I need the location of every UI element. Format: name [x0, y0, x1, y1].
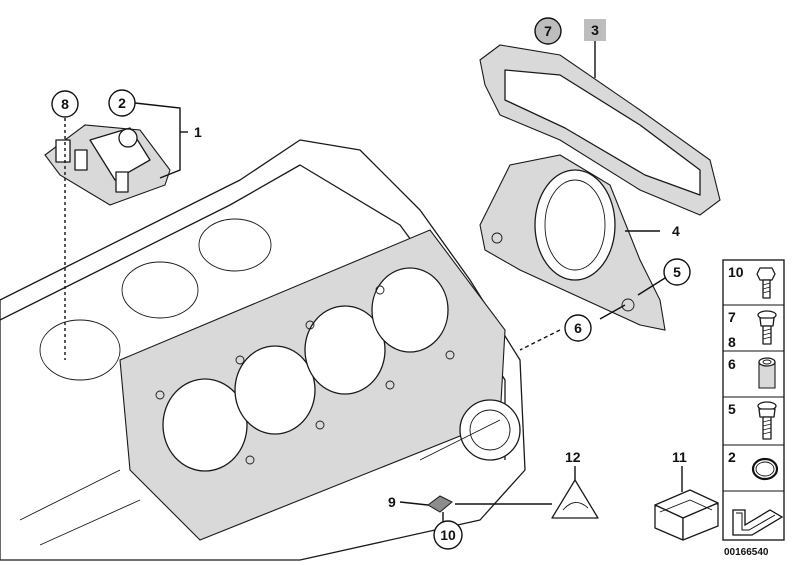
svg-text:11: 11	[672, 449, 687, 465]
svg-text:10: 10	[440, 527, 456, 543]
engine-block	[0, 139, 526, 561]
svg-text:4: 4	[672, 223, 680, 239]
legend-label-6: 6	[728, 356, 736, 372]
callout-4: 4	[672, 223, 680, 239]
svg-text:8: 8	[61, 96, 69, 112]
callout-5: 5	[663, 258, 691, 286]
fastener-legend: 10 7 8 6 5 2	[722, 259, 785, 541]
callout-11: 11	[672, 449, 687, 465]
legend-label-2: 2	[728, 449, 736, 465]
o-ring-icon	[751, 457, 779, 481]
legend-label-5: 5	[728, 401, 736, 417]
callout-8: 8	[51, 90, 79, 118]
cover-gasket-part	[479, 44, 721, 216]
callout-1: 1	[194, 124, 202, 140]
warning-label-part	[551, 479, 599, 519]
svg-text:1: 1	[194, 124, 202, 140]
hex-bolt-icon	[756, 267, 776, 299]
dowel-sleeve-icon	[758, 357, 776, 389]
callout-12: 12	[565, 449, 581, 465]
svg-text:7: 7	[544, 23, 552, 39]
callout-10: 10	[433, 520, 463, 550]
sensor-plug-part	[427, 495, 453, 513]
callout-2: 2	[108, 89, 136, 117]
callout-3: 3	[584, 19, 606, 41]
torx-bolt-icon	[757, 401, 777, 440]
svg-text:3: 3	[591, 22, 599, 38]
svg-text:5: 5	[673, 264, 681, 280]
return-arrow-icon	[732, 509, 784, 536]
bearing-bracket-part	[44, 124, 171, 206]
callout-6: 6	[564, 314, 592, 342]
legend-label-8: 8	[728, 334, 736, 350]
leader-lines	[64, 40, 683, 522]
flange-bolt-icon	[757, 310, 777, 345]
svg-text:9: 9	[388, 494, 396, 510]
sealant-block-part	[654, 489, 719, 541]
diagram-code: 00166540	[724, 547, 769, 558]
shaft-seal-carrier-part	[479, 154, 666, 331]
legend-label-7: 7	[728, 309, 736, 325]
callout-9: 9	[388, 494, 396, 510]
svg-text:2: 2	[118, 95, 126, 111]
svg-text:12: 12	[565, 449, 581, 465]
callout-7: 7	[534, 17, 562, 45]
svg-text:6: 6	[574, 320, 582, 336]
legend-label-10: 10	[728, 264, 744, 280]
